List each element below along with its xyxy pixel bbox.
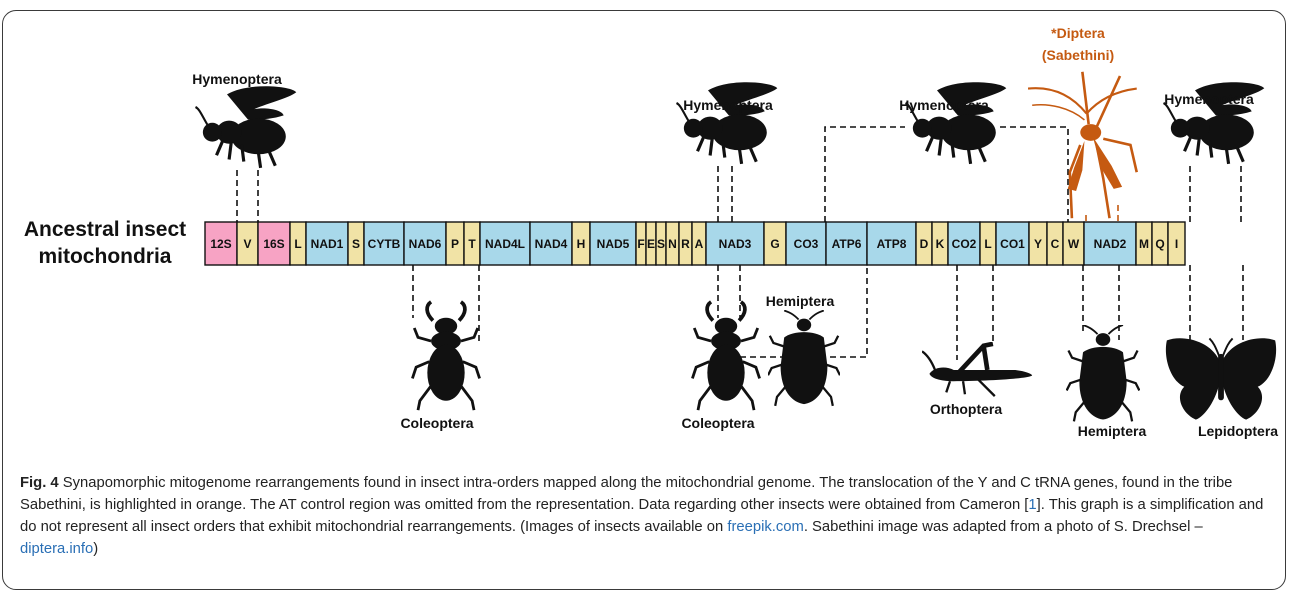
row-label-line-1: Ancestral insect (24, 218, 186, 241)
label-lepidoptera: Lepidoptera (1198, 423, 1278, 439)
gene-label-1: V (243, 237, 251, 251)
caption-text-4: ) (93, 541, 98, 557)
gene-label-16: S (657, 237, 665, 251)
gene-label-18: R (681, 237, 690, 251)
connector-10 (1000, 127, 1068, 222)
row-label-line-2: mitochondria (38, 245, 171, 268)
gene-label-35: Q (1155, 237, 1164, 251)
hymenoptera-silhouette-3 (906, 82, 1007, 164)
gene-label-15: E (647, 237, 655, 251)
gene-label-20: NAD3 (719, 237, 752, 251)
gene-label-8: P (451, 237, 459, 251)
gene-label-27: CO2 (952, 237, 977, 251)
figure-label: Fig. 4 (20, 475, 59, 491)
gene-label-9: T (468, 237, 476, 251)
gene-label-30: Y (1034, 237, 1042, 251)
gene-label-22: CO3 (794, 237, 819, 251)
coleoptera-silhouette-2 (692, 302, 759, 410)
hemiptera-silhouette-2 (1067, 325, 1140, 421)
gene-label-6: CYTB (368, 237, 401, 251)
label-hymenoptera-1: Hymenoptera (192, 71, 282, 87)
lepidoptera-silhouette (1166, 338, 1276, 419)
gene-label-12: H (577, 237, 586, 251)
orthoptera-silhouette (922, 344, 1032, 396)
rearrangement-diagram: Hymenoptera Hymenoptera Hymenoptera Hyme… (0, 0, 1290, 470)
coleoptera-silhouette-1 (412, 302, 479, 410)
caption-text-3: . Sabethini image was adapted from a pho… (804, 519, 1203, 535)
label-coleoptera-2: Coleoptera (681, 415, 754, 431)
connector-9 (825, 127, 905, 222)
reference-link[interactable]: 1 (1028, 497, 1036, 513)
label-sabethini: (Sabethini) (1042, 47, 1114, 63)
gene-label-5: S (352, 237, 360, 251)
figure-caption: Fig. 4 Synapomorphic mitogenome rearrang… (20, 472, 1276, 560)
gene-label-7: NAD6 (409, 237, 442, 251)
gene-label-10: NAD4L (485, 237, 525, 251)
diptera-sabethini-silhouette (1028, 72, 1137, 218)
label-orthoptera: Orthoptera (930, 401, 1003, 417)
gene-label-17: N (668, 237, 677, 251)
label-hymenoptera-2: Hymenoptera (683, 97, 773, 113)
gene-label-14: F (637, 237, 644, 251)
gene-label-23: ATP6 (832, 237, 862, 251)
label-hymenoptera-3: Hymenoptera (899, 97, 989, 113)
gene-label-32: W (1068, 237, 1080, 251)
gene-label-11: NAD4 (535, 237, 568, 251)
gene-label-24: ATP8 (877, 237, 907, 251)
gene-label-3: L (294, 237, 301, 251)
hemiptera-silhouette-1 (768, 311, 840, 406)
gene-label-34: M (1139, 237, 1149, 251)
gene-label-31: C (1051, 237, 1060, 251)
gene-label-36: I (1175, 237, 1178, 251)
hymenoptera-silhouette-1 (196, 86, 297, 168)
gene-label-0: 12S (210, 237, 231, 251)
diptera-info-link[interactable]: diptera.info (20, 541, 93, 557)
label-hemiptera-2: Hemiptera (1078, 423, 1147, 439)
gene-label-21: G (770, 237, 779, 251)
gene-label-4: NAD1 (311, 237, 344, 251)
gene-label-33: NAD2 (1094, 237, 1127, 251)
gene-label-28: L (984, 237, 991, 251)
freepik-link[interactable]: freepik.com (727, 519, 803, 535)
gene-label-13: NAD5 (597, 237, 630, 251)
hymenoptera-silhouette-2 (677, 82, 778, 164)
gene-label-19: A (695, 237, 704, 251)
label-coleoptera-1: Coleoptera (400, 415, 473, 431)
gene-label-29: CO1 (1000, 237, 1025, 251)
label-hymenoptera-4: Hymenoptera (1164, 91, 1254, 107)
label-hemiptera-1: Hemiptera (766, 293, 835, 309)
label-diptera: *Diptera (1051, 25, 1105, 41)
gene-label-2: 16S (263, 237, 284, 251)
gene-label-26: K (936, 237, 945, 251)
gene-label-25: D (920, 237, 929, 251)
